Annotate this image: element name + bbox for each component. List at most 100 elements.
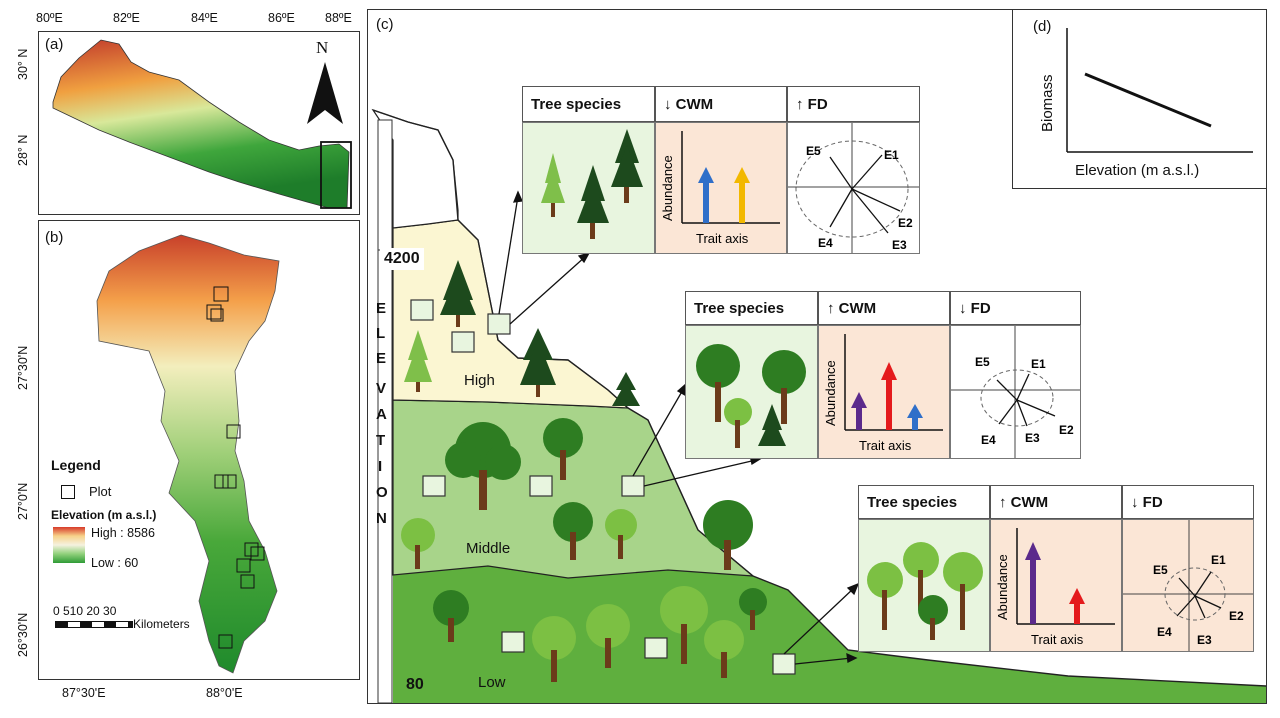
panel-a-frame: (a) N <box>38 31 360 215</box>
fd-header: ↓ FD <box>1122 485 1254 519</box>
elevation-axis-label: Elevation (m a.s.l.) <box>1075 162 1200 179</box>
a-xtick-80: 80ºE <box>36 11 63 25</box>
panel-c-frame: (c) <box>367 9 1267 704</box>
elevation-letter: A <box>376 406 387 423</box>
a-xtick-86: 86ºE <box>268 11 295 25</box>
b-ytick-2700: 27°0'N <box>16 482 30 520</box>
svg-text:E1: E1 <box>1031 357 1046 371</box>
cwm-header: ↓ CWM <box>655 86 787 122</box>
cwm-chart: Abundance Trait axis <box>995 528 1115 647</box>
mountain-landscape <box>371 108 1266 703</box>
fd-cell: E5 E1 E2 E4 E3 <box>787 122 920 254</box>
abundance-axis-label: Abundance <box>660 155 675 221</box>
svg-text:E4: E4 <box>981 433 996 447</box>
zone-high-label: High <box>464 372 495 389</box>
svg-text:E2: E2 <box>1059 423 1074 437</box>
elevation-letter: O <box>376 484 388 501</box>
biomass-elevation-chart <box>1066 28 1253 153</box>
elevation-letter: I <box>378 458 383 475</box>
zone-low-label: Low <box>478 674 506 691</box>
cwm-cell: Abundance Trait axis <box>655 122 787 254</box>
fd-ordination: E5 E1 E2 E4 E3 <box>951 326 1080 458</box>
abundance-axis-label: Abundance <box>995 554 1010 620</box>
svg-text:E4: E4 <box>1157 625 1172 639</box>
species-cell <box>858 519 990 652</box>
elevation-letter: E <box>376 300 387 317</box>
svg-text:E5: E5 <box>806 144 821 158</box>
fd-header: ↓ FD <box>950 291 1081 325</box>
svg-text:E5: E5 <box>975 355 990 369</box>
fd-ordination: E5 E1 E2 E4 E3 <box>1123 520 1253 651</box>
legend-title: Legend <box>51 457 101 473</box>
elevation-high: High : 8586 <box>91 526 155 540</box>
tree-species-illustration <box>867 542 983 640</box>
trait-axis-label: Trait axis <box>859 438 912 453</box>
fd-cell: E5 E1 E2 E4 E3 <box>950 325 1081 459</box>
panel-b-frame: (b) Legend Plot Elevation (m a.s.l.) Hig… <box>38 220 360 680</box>
trait-axis-label: Trait axis <box>1031 632 1084 647</box>
svg-text:E4: E4 <box>818 236 833 250</box>
b-ytick-2730: 27°30'N <box>16 345 30 390</box>
plot-legend-icon <box>61 485 75 499</box>
a-ytick-30: 30° N <box>16 48 30 80</box>
elevation-low: Low : 60 <box>91 556 139 570</box>
a-xtick-82: 82ºE <box>113 11 140 25</box>
svg-text:E2: E2 <box>1229 609 1244 623</box>
north-letter: N <box>316 38 329 57</box>
tree-species-header: Tree species <box>858 485 990 519</box>
north-arrow-icon <box>307 62 343 124</box>
conifer-tree-icon <box>440 260 476 327</box>
svg-text:E1: E1 <box>884 148 899 162</box>
scale-bar <box>55 621 133 628</box>
elevation-legend-title: Elevation (m a.s.l.) <box>51 508 157 522</box>
top-elevation-value: 4200 <box>380 248 424 270</box>
nepal-map <box>52 39 352 209</box>
panel-c-label: (c) <box>376 16 394 33</box>
elevation-letter: L <box>376 325 386 342</box>
bottom-elevation-value: 80 <box>406 676 424 693</box>
svg-text:E5: E5 <box>1153 563 1168 577</box>
district-map <box>96 234 280 674</box>
elevation-letter: V <box>376 380 387 397</box>
panel-d-label: (d) <box>1033 18 1052 35</box>
tree-species-illustration <box>541 129 643 239</box>
tree-species-illustration <box>696 344 806 448</box>
zone-middle-label: Middle <box>466 540 511 557</box>
elevation-color-ramp <box>53 527 85 563</box>
b-ytick-2630: 26°30'N <box>16 612 30 657</box>
species-cell <box>685 325 818 459</box>
tree-species-header: Tree species <box>685 291 818 325</box>
fd-header: ↑ FD <box>787 86 920 122</box>
tree-species-header: Tree species <box>522 86 655 122</box>
scale-numbers: 0 510 20 30 <box>53 604 117 618</box>
abundance-axis-label: Abundance <box>823 360 838 426</box>
trait-axis-label: Trait axis <box>696 231 749 246</box>
panel-d-frame: (d) Biomass Elevation (m a.s.l.) <box>1012 9 1267 189</box>
svg-text:E2: E2 <box>898 216 913 230</box>
cwm-header: ↑ CWM <box>990 485 1122 519</box>
a-xtick-84: 84ºE <box>191 11 218 25</box>
svg-text:E1: E1 <box>1211 553 1226 567</box>
elevation-letter: T <box>376 432 386 449</box>
panel-a-label: (a) <box>45 36 64 53</box>
cwm-header: ↑ CWM <box>818 291 950 325</box>
svg-text:E3: E3 <box>1025 431 1040 445</box>
cwm-cell: Abundance Trait axis <box>818 325 950 459</box>
cwm-chart: Abundance Trait axis <box>823 334 943 453</box>
fd-ordination: E5 E1 E2 E4 E3 <box>788 123 919 253</box>
species-cell <box>522 122 655 254</box>
svg-text:E3: E3 <box>1197 633 1212 647</box>
cwm-cell: Abundance Trait axis <box>990 519 1122 652</box>
plot-legend-label: Plot <box>89 484 112 499</box>
cwm-chart: Abundance Trait axis <box>660 131 780 246</box>
fd-cell: E5 E1 E2 E4 E3 <box>1122 519 1254 652</box>
elevation-letter: N <box>376 510 387 527</box>
b-xtick-8730: 87°30'E <box>62 686 106 700</box>
a-xtick-88: 88ºE <box>325 11 352 25</box>
a-ytick-28: 28° N <box>16 134 30 166</box>
panel-b-label: (b) <box>45 229 64 246</box>
elevation-letter: E <box>376 350 387 367</box>
b-xtick-8800: 88°0'E <box>206 686 243 700</box>
biomass-axis-label: Biomass <box>1039 74 1056 132</box>
svg-text:E3: E3 <box>892 238 907 252</box>
